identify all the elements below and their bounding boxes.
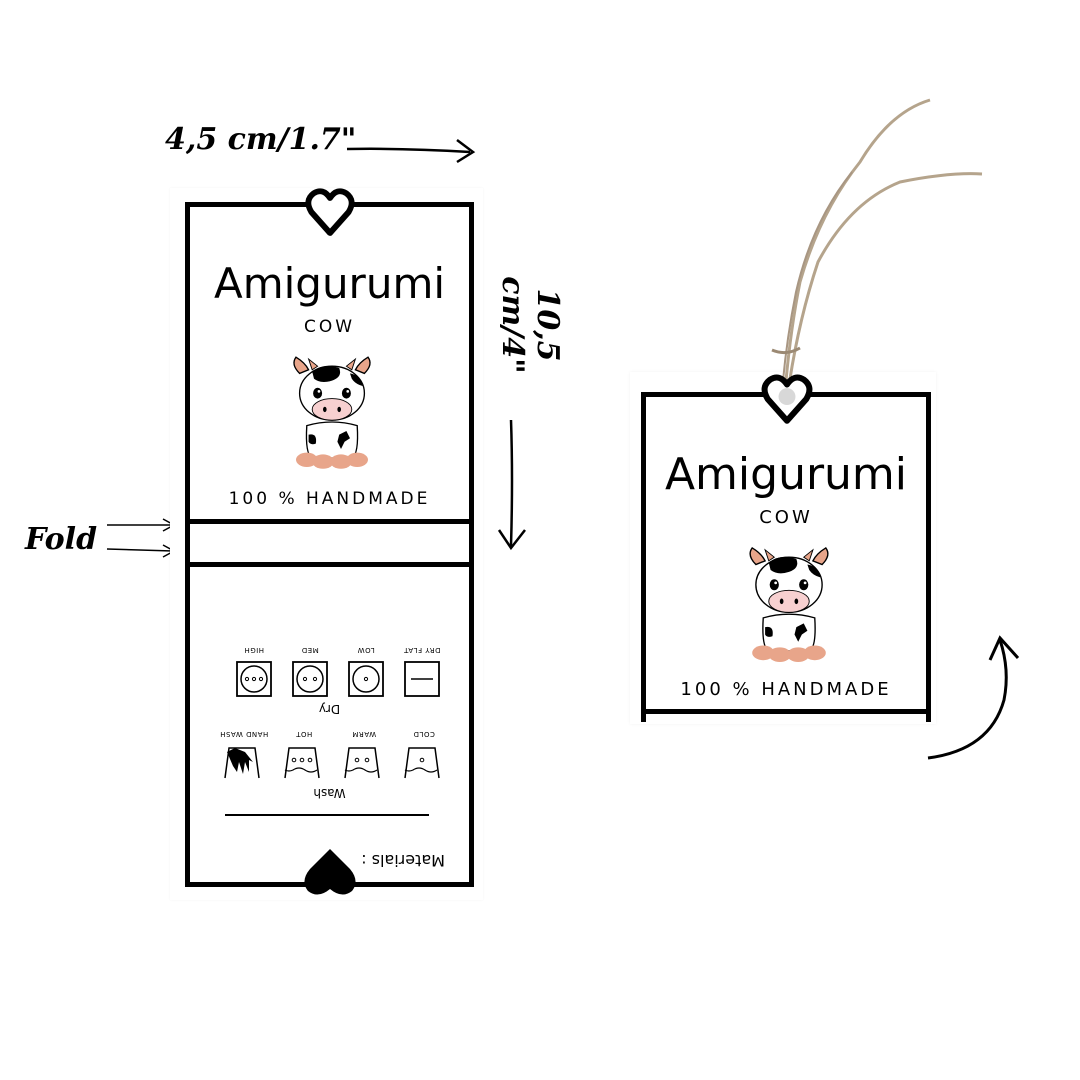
materials-line bbox=[225, 814, 429, 816]
heart-tab-icon bbox=[304, 849, 356, 895]
dry-label-dry-flat: DRY FLAT bbox=[403, 646, 441, 654]
hanging-heart-hole-icon bbox=[758, 370, 816, 428]
wash-label-warm: WARM bbox=[351, 730, 377, 738]
wash-icons bbox=[224, 747, 440, 779]
tag-back-panel: Materials : Wash bbox=[185, 562, 474, 887]
width-annotation: 4,5 cm/1.7" bbox=[165, 122, 357, 157]
width-arrow-icon bbox=[346, 139, 476, 164]
fold-annotation: Fold bbox=[25, 522, 98, 557]
height-arrow-icon bbox=[497, 419, 526, 551]
cold-wash-icon bbox=[404, 747, 440, 779]
dry-label-med: MED bbox=[301, 646, 319, 654]
height-annotation: 10,5 cm/4" bbox=[495, 276, 565, 374]
heart-hole-icon bbox=[302, 184, 358, 240]
hanging-tag-subtitle: COW bbox=[759, 507, 813, 528]
dry-label-low: LOW bbox=[357, 646, 375, 654]
cow-illustration bbox=[293, 356, 371, 470]
dry-med-icon bbox=[292, 661, 328, 697]
twine-string bbox=[771, 98, 983, 393]
dry-icons bbox=[236, 661, 440, 697]
dry-label-high: HIGH bbox=[243, 646, 265, 654]
hanging-fold-line bbox=[641, 709, 931, 714]
tag-subtitle: COW bbox=[303, 317, 356, 337]
fold-strip bbox=[185, 519, 474, 567]
care-instructions: Materials : Wash bbox=[190, 567, 469, 882]
hanging-cow-illustration bbox=[749, 547, 829, 663]
hanging-tag-title: Amigurumi bbox=[664, 449, 908, 500]
dry-low-icon bbox=[348, 661, 384, 697]
dry-heading: Dry bbox=[318, 702, 341, 716]
hanging-tag: Amigurumi COW 100 % HANDMADE bbox=[641, 392, 931, 722]
wash-label-hot: HOT bbox=[295, 730, 313, 738]
materials-label: Materials : bbox=[361, 851, 445, 870]
tag-title: Amigurumi bbox=[213, 259, 446, 308]
tag-front-panel: Amigurumi COW 100 % HANDMADE bbox=[185, 202, 474, 524]
curved-arrow-icon bbox=[927, 635, 1020, 760]
wash-heading: Wash bbox=[313, 786, 346, 800]
wash-label-cold: COLD bbox=[413, 730, 435, 738]
hanging-handmade-label: 100 % HANDMADE bbox=[680, 679, 892, 700]
dry-flat-icon bbox=[404, 661, 440, 697]
fold-arrows-icon bbox=[106, 518, 176, 558]
wash-label-hand-wash: HAND WASH bbox=[219, 730, 269, 738]
handmade-label: 100 % HANDMADE bbox=[228, 489, 431, 509]
warm-wash-icon bbox=[344, 747, 380, 779]
dry-high-icon bbox=[236, 661, 272, 697]
hot-wash-icon bbox=[284, 747, 320, 779]
hand-wash-icon bbox=[224, 747, 260, 779]
